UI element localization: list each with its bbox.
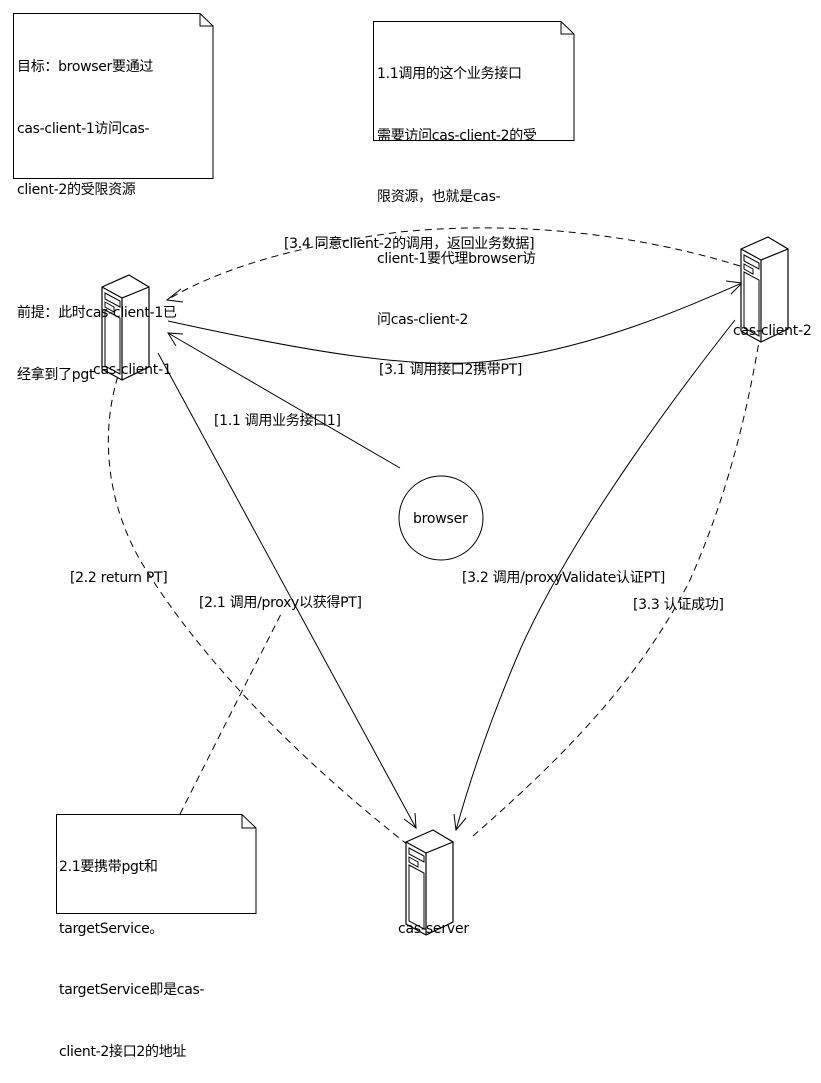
arrowhead-3-2 (453, 813, 467, 832)
note-line: 目标：browser要通过 (17, 59, 154, 75)
note-fold-icon (199, 13, 213, 27)
note-line: 问cas-client-2 (377, 312, 469, 328)
note-goal-text: 目标：browser要通过 cas-client-1访问cas- client-… (17, 16, 177, 406)
edge-label-3-3: [3.3 认证成功] (633, 597, 724, 613)
note-fold-icon (560, 21, 574, 35)
arrowhead-1-1 (167, 332, 184, 347)
edge-2-1-call-proxy[interactable] (157, 352, 417, 829)
note-step11[interactable] (373, 21, 575, 141)
note-line: 前提：此时cas-client-1已 (17, 305, 177, 321)
diagram-canvas (13, 13, 789, 936)
note-line: 经拿到了pgt (17, 366, 95, 383)
edge-label-3-2: [3.2 调用/proxyValidate认证PT] (462, 570, 666, 586)
note-line: targetService即是cas- (59, 982, 205, 998)
note-step11-text: 1.1调用的这个业务接口 需要访问cas-client-2的受 限资源，也就是c… (377, 23, 537, 351)
note-line: cas-client-1访问cas- (17, 120, 150, 137)
node-label-cas-client-2: cas-client-2 (733, 323, 812, 339)
note-line: client-2的受限资源 (17, 182, 136, 198)
node-label-cas-server: cas-server (398, 921, 469, 937)
note-line: client-2接口2的地址 (59, 1043, 187, 1060)
arrowhead-3-4 (165, 288, 184, 303)
note-line: 1.1调用的这个业务接口 (377, 66, 522, 82)
note-line: 限资源，也就是cas- (377, 189, 501, 205)
node-browser-circle[interactable] (398, 475, 484, 561)
arrowhead-3-1 (725, 280, 744, 295)
note-line: targetService。 (59, 920, 164, 937)
note-anchor-step21 (179, 611, 283, 815)
edge-label-3-1: [3.1 调用接口2携带PT] (379, 362, 523, 378)
note-step21[interactable] (56, 814, 257, 914)
edge-3-3-validate-ok[interactable] (472, 322, 763, 837)
node-cas-client-1-server-icon[interactable] (101, 274, 150, 381)
node-cas-server-server-icon[interactable] (405, 829, 454, 936)
edge-3-2-proxy-validate[interactable] (455, 319, 736, 831)
node-label-browser: browser (413, 511, 468, 527)
edge-label-2-2: [2.2 return PT] (70, 570, 168, 586)
arrowhead-2-1 (403, 812, 417, 830)
note-goal[interactable] (13, 13, 214, 179)
node-label-cas-client-1: cas-client-1 (93, 362, 172, 378)
edge-2-2-return-pt[interactable] (107, 351, 409, 846)
edge-1-1-call-api1[interactable] (167, 332, 401, 469)
note-fold-icon (241, 814, 256, 829)
note-step21-text: 2.1要携带pgt和 targetService。 targetService即… (59, 816, 205, 1083)
edge-3-1-call-api2[interactable] (167, 282, 743, 364)
edge-label-1-1: [1.1 调用业务接口1] (214, 413, 341, 429)
edge-label-2-1: [2.1 调用/proxy以获得PT] (199, 595, 362, 611)
note-line (17, 242, 177, 263)
note-line: 2.1要携带pgt和 (59, 859, 158, 875)
note-line: 需要访问cas-client-2的受 (377, 127, 537, 144)
node-cas-client-2-server-icon[interactable] (740, 236, 789, 343)
note-line: client-1要代理browser访 (377, 250, 536, 267)
edge-label-3-4: [3.4 同意client-2的调用，返回业务数据] (284, 236, 535, 252)
edge-3-4-return-data[interactable] (166, 227, 741, 301)
